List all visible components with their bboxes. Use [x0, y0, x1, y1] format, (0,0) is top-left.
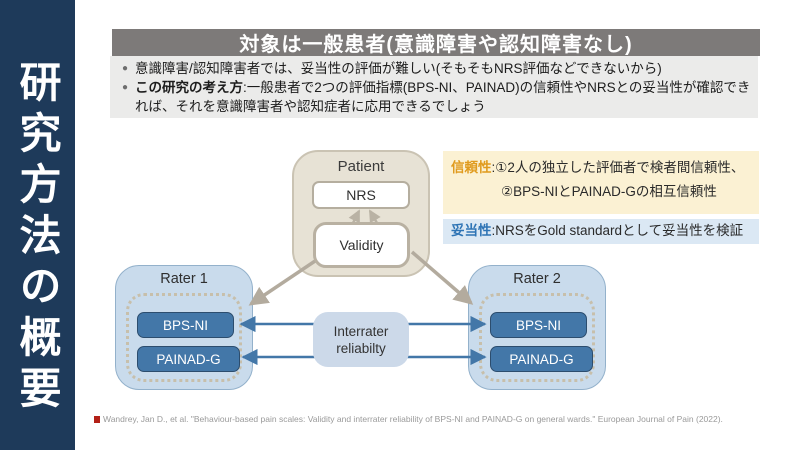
bullet-2-lead: この研究の考え方	[135, 80, 244, 95]
nrs-box: NRS	[312, 181, 410, 209]
validity-note-label: 妥当性	[451, 223, 492, 238]
reliability-note: 信頼性:①2人の独立した評価者で検者間信頼性、 ②BPS-NIとPAINAD-G…	[443, 151, 759, 214]
bullet-text-2: この研究の考え方:一般患者で2つの評価指標(BPS-NI、PAINAD)の信頼性…	[135, 78, 752, 116]
interrater-reliability-box: Interrater reliabilty	[313, 312, 409, 367]
bullet-panel: ● 意識障害/認知障害者では、妥当性の評価が難しい(そもそもNRS評価などできな…	[110, 56, 758, 118]
rater2-painadg-box: PAINAD-G	[490, 346, 593, 372]
validity-box: Validity	[313, 222, 410, 268]
bullet-icon: ●	[122, 82, 129, 93]
bullet-2-body: :一般患者で2つの評価指標(BPS-NI、PAINAD)の信頼性やNRSとの妥当…	[135, 80, 751, 114]
bullet-item-2: ● この研究の考え方:一般患者で2つの評価指標(BPS-NI、PAINAD)の信…	[122, 78, 752, 116]
rater1-dotted-area	[126, 293, 242, 382]
citation: Wandrey, Jan D., et al. "Behaviour-based…	[94, 414, 796, 425]
reliability-note-line1: 信頼性:①2人の独立した評価者で検者間信頼性、	[451, 156, 751, 180]
reliability-label: 信頼性	[451, 160, 492, 175]
bullet-text-1: 意識障害/認知障害者では、妥当性の評価が難しい(そもそもNRS評価などできないか…	[135, 61, 662, 76]
rater1-bpsni-box: BPS-NI	[137, 312, 234, 338]
validity-note: 妥当性:NRSをGold standardとして妥当性を検証	[443, 219, 759, 244]
slide-vertical-title: 研究方法の概要	[14, 60, 61, 417]
rater2-label: Rater 2	[513, 271, 561, 287]
reliability-text-1: :①2人の独立した評価者で検者間信頼性、	[491, 160, 745, 175]
interrater-label-line1: Interrater	[333, 323, 389, 339]
bullet-icon: ●	[122, 63, 129, 74]
rater1-group-box: Rater 1 BPS-NI PAINAD-G	[115, 265, 253, 390]
bullet-item-1: ● 意識障害/認知障害者では、妥当性の評価が難しい(そもそもNRS評価などできな…	[122, 59, 752, 78]
header-title: 対象は一般患者(意識障害や認知障害なし)	[239, 34, 633, 56]
rater2-dotted-area	[479, 293, 595, 382]
reference-marker-icon	[94, 416, 100, 423]
reliability-note-line2: ②BPS-NIとPAINAD-Gの相互信頼性	[501, 184, 717, 199]
rater1-label: Rater 1	[160, 271, 208, 287]
validity-note-text: :NRSをGold standardとして妥当性を検証	[491, 223, 744, 238]
sidebar: 研究方法の概要	[0, 0, 75, 450]
rater2-group-box: Rater 2 BPS-NI PAINAD-G	[468, 265, 606, 390]
rater2-bpsni-box: BPS-NI	[490, 312, 587, 338]
slide-header-bar: 対象は一般患者(意識障害や認知障害なし)	[112, 29, 760, 56]
patient-label: Patient	[337, 158, 385, 175]
interrater-label-line2: reliabilty	[336, 340, 386, 356]
rater1-painadg-box: PAINAD-G	[137, 346, 240, 372]
citation-text: Wandrey, Jan D., et al. "Behaviour-based…	[103, 414, 723, 424]
